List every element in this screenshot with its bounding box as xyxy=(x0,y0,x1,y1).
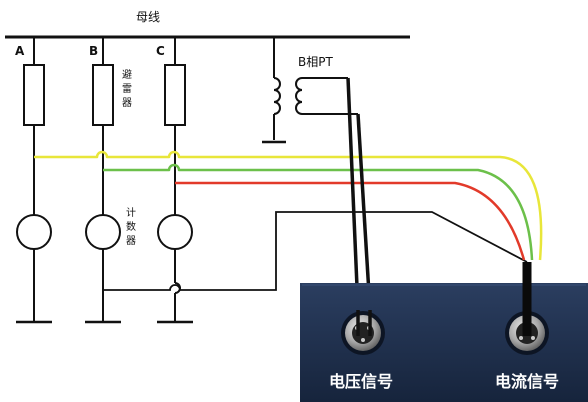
svg-text:避: 避 xyxy=(122,68,132,81)
signal-wires xyxy=(34,150,543,261)
voltage-signal-label: 电压信号 xyxy=(329,372,393,391)
arrester-label: 避 雷 器 xyxy=(122,68,132,109)
svg-text:器: 器 xyxy=(126,235,136,247)
arrester-c xyxy=(164,64,186,126)
b-phase-pt xyxy=(262,37,358,144)
arrester-a xyxy=(23,64,45,126)
red-wire xyxy=(175,181,526,261)
pt-label: B相PT xyxy=(298,55,333,69)
arrester-b xyxy=(92,64,114,126)
current-connector[interactable] xyxy=(505,262,549,355)
svg-text:数: 数 xyxy=(126,220,136,233)
phase-b-branch xyxy=(85,37,121,324)
svg-text:器: 器 xyxy=(122,97,132,109)
yellow-wire xyxy=(34,150,543,261)
counter-a xyxy=(16,214,52,250)
ground-return-wire xyxy=(103,211,528,291)
voltage-connector[interactable] xyxy=(341,310,385,355)
current-signal-label: 电流信号 xyxy=(495,372,559,391)
phase-label-b: B xyxy=(89,44,98,58)
phase-label-a: A xyxy=(15,44,25,58)
svg-text:雷: 雷 xyxy=(122,83,132,95)
phase-label-c: C xyxy=(156,44,165,58)
green-wire xyxy=(103,163,534,261)
voltage-cables xyxy=(346,77,372,311)
phase-c-branch xyxy=(157,37,193,324)
svg-text:计: 计 xyxy=(126,206,136,219)
counter-label: 计 数 器 xyxy=(126,206,136,247)
phase-a-branch xyxy=(16,37,52,324)
bus-label: 母线 xyxy=(136,10,160,24)
counter-c xyxy=(157,214,193,250)
counter-b xyxy=(85,214,121,250)
